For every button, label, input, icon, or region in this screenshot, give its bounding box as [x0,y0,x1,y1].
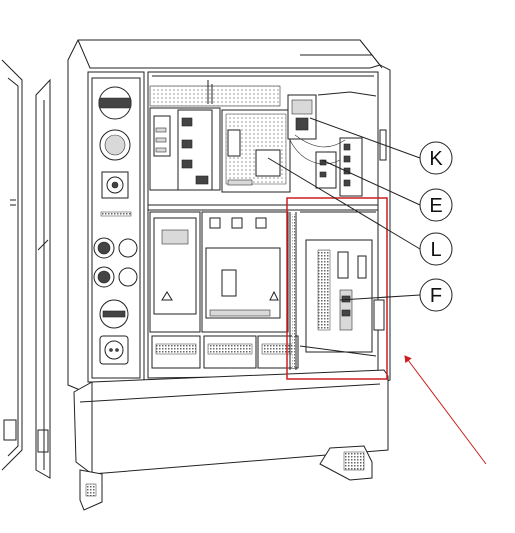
leader-line-e [321,159,421,206]
left-door-outer [1,59,23,471]
cabinet-interior [147,71,379,379]
callout-l-label: L [430,239,441,261]
cabinet-base [73,369,389,511]
left-door-inner [35,78,51,479]
callout-k-label: K [429,148,443,170]
control-panel [87,71,145,383]
callout-f-label: F [430,285,442,307]
callout-e-label: E [429,195,442,217]
highlight-box [286,197,388,380]
leader-line-l [267,157,421,250]
leader-line-f [339,294,421,301]
callout-e: E [419,188,453,222]
leader-line-k [309,117,421,159]
callout-k: K [419,141,453,175]
callout-l: L [419,232,453,266]
module-rack [289,211,385,370]
callout-f: F [419,278,453,312]
upper-tray [149,80,387,197]
lower-compartment [149,211,299,369]
highlight-arrow [404,355,487,465]
